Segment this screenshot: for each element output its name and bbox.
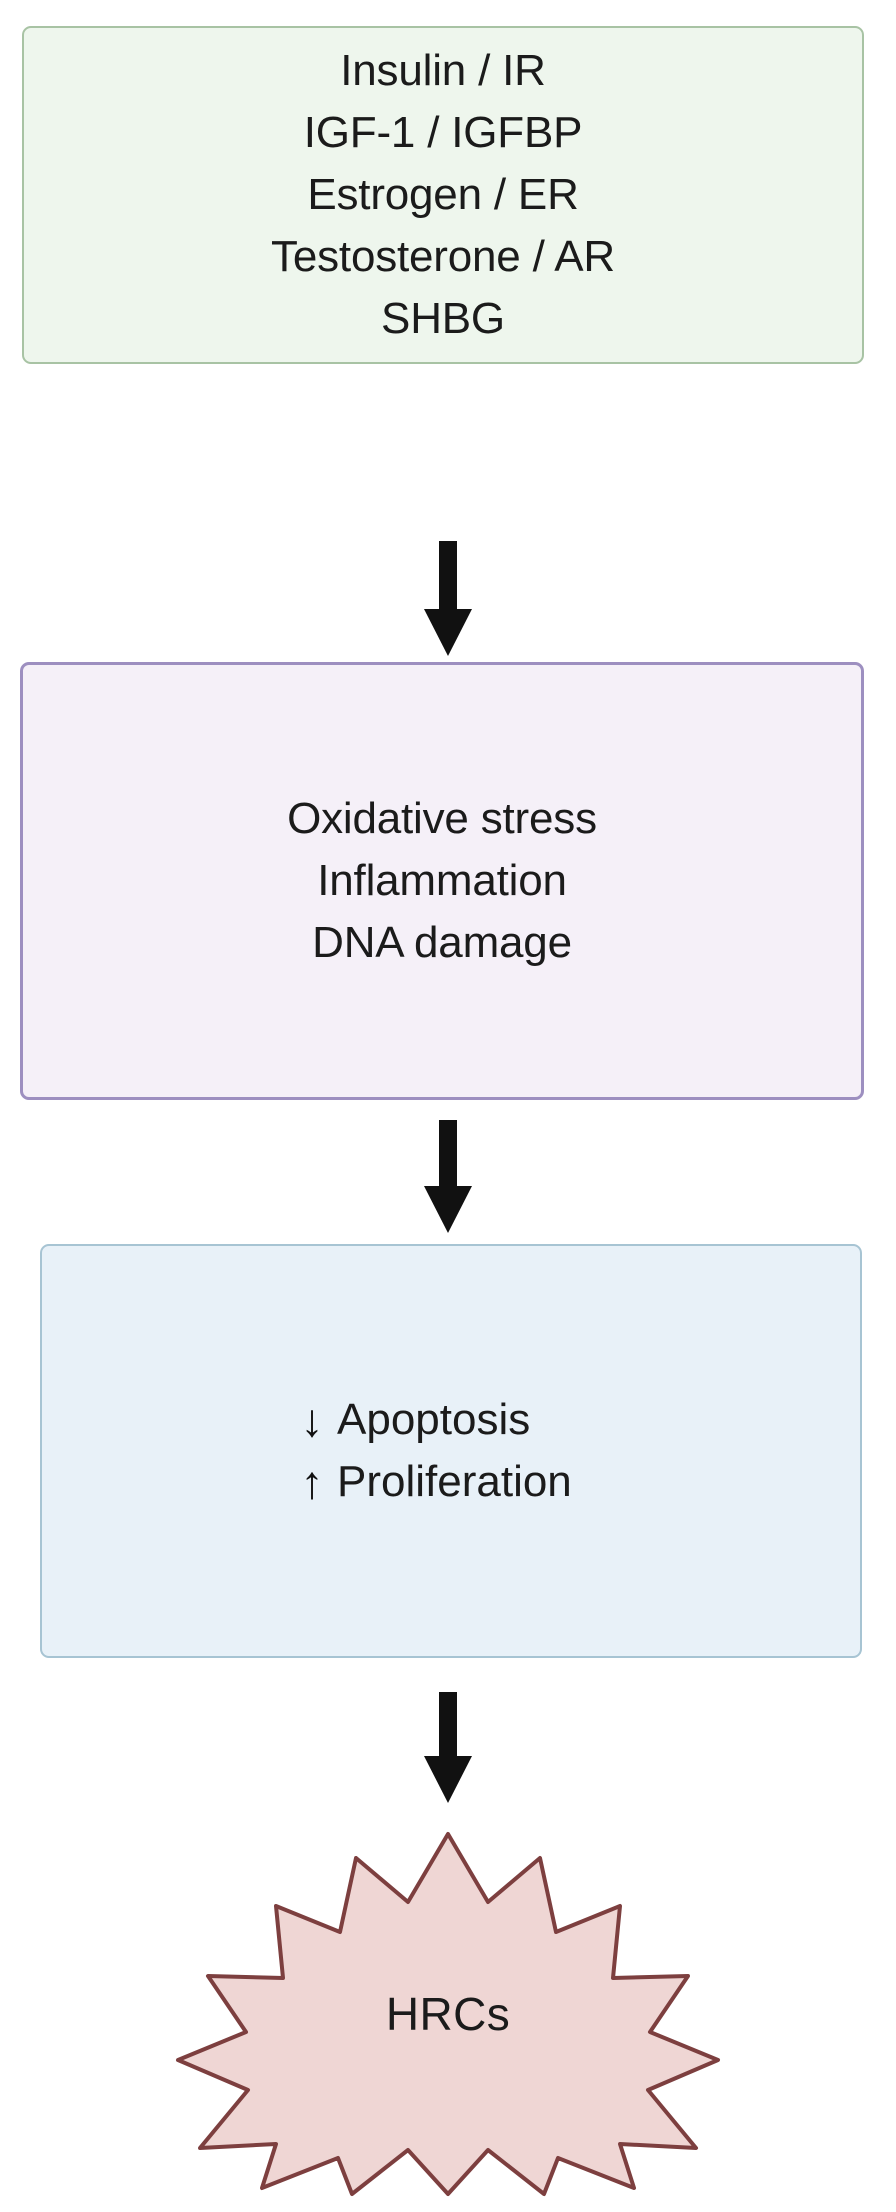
down-arrow-icon [424,1692,472,1803]
outcome-label: HRCs [385,1988,511,2040]
cellfate-label-apoptosis: Apoptosis [337,1395,531,1444]
down-arrow-icon: ↓ [300,1394,324,1446]
node-cellular-stress[interactable]: Oxidative stress Inflammation DNA damage [20,662,864,1100]
cellfate-label-proliferation: Proliferation [337,1457,572,1506]
node-line-dna-damage: DNA damage [312,918,572,967]
node-line-estrogen: Estrogen / ER [307,170,579,219]
down-arrow-icon [424,541,472,656]
node-line-inflammation: Inflammation [317,856,567,905]
up-arrow-icon: ↑ [300,1456,324,1508]
starburst-icon [176,1832,720,2196]
down-arrow-icon [424,1120,472,1233]
node-line-shbg: SHBG [381,294,505,343]
node-line-oxidative-stress: Oxidative stress [287,794,597,843]
node-outcome-hrcs[interactable]: HRCs [148,1828,748,2200]
node-hormone-signaling[interactable]: Insulin / IR IGF-1 / IGFBP Estrogen / ER… [22,26,864,364]
node-line-igf1: IGF-1 / IGFBP [303,108,583,157]
node-line-testosterone: Testosterone / AR [271,232,615,281]
connector-hormones-to-stress [0,541,896,657]
cellfate-row-apoptosis: ↓ Apoptosis [291,1389,651,1451]
connector-stress-to-cellfate [0,1120,896,1234]
cellfate-row-proliferation: ↑ Proliferation [291,1451,651,1513]
connector-cellfate-to-outcome [0,1692,896,1804]
node-cell-fate[interactable]: ↓ Apoptosis ↑ Proliferation [40,1244,862,1658]
node-line-insulin: Insulin / IR [340,46,546,95]
